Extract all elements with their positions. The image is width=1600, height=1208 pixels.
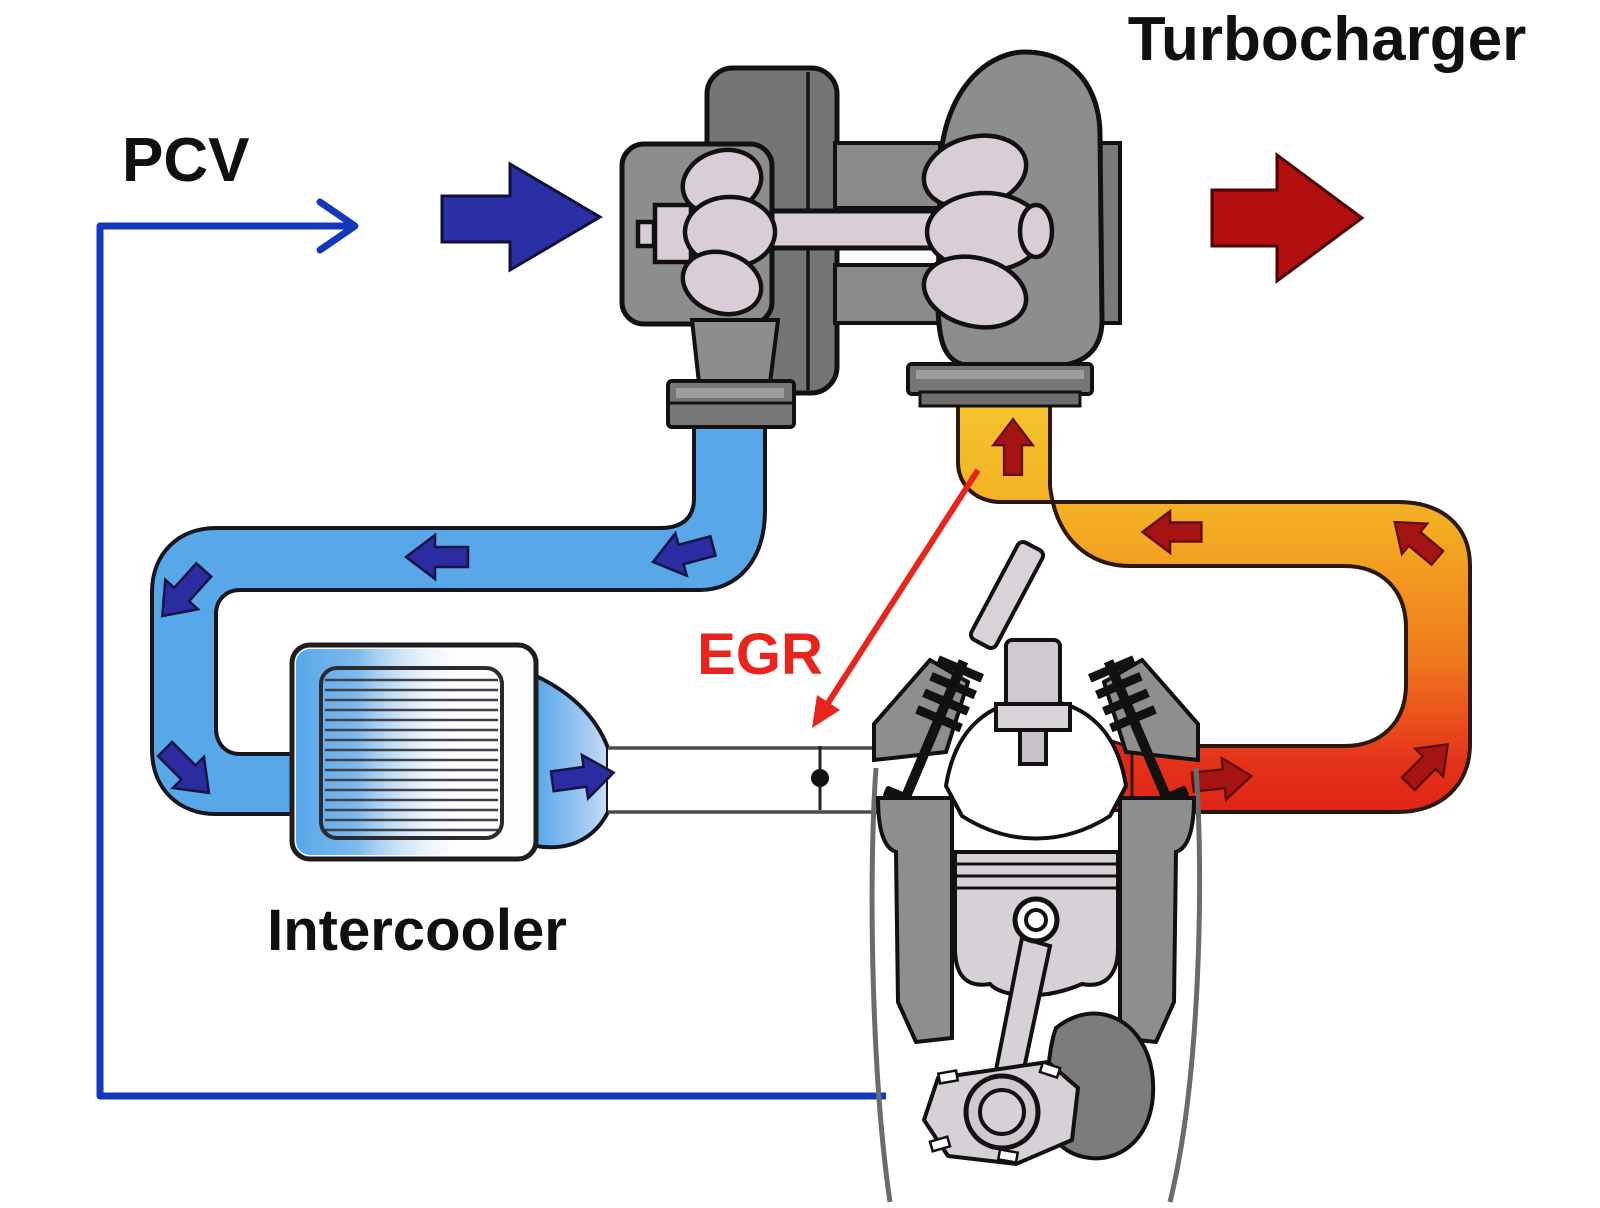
intercooler-core-frame: [319, 666, 504, 840]
crankcase-line-right: [1167, 767, 1203, 1203]
intercooler-fins: [325, 678, 498, 832]
big-end-notches: [928, 1060, 1062, 1164]
compressor-wheel: [635, 147, 778, 317]
flow-arrow-icon: [1400, 742, 1450, 792]
intake-flow-arrows: [156, 530, 718, 802]
flow-arrow-icon: [160, 561, 213, 618]
exhaust-flow-arrows: [990, 417, 1450, 803]
turbine-wheel: [921, 133, 1055, 330]
egr-junction-dot: [811, 769, 829, 787]
cylinder-wall-right: [1118, 796, 1197, 1045]
flow-arrow-icon: [403, 532, 470, 582]
piston-rings: [955, 862, 1118, 890]
egr-arrow: [812, 468, 981, 728]
flow-arrow-icon: [1393, 520, 1445, 567]
engine-cylinder: [869, 539, 1203, 1203]
pcv-arrowhead-icon: [316, 198, 359, 254]
label-pcv: PCV: [122, 126, 249, 195]
exhaust-out-arrow: [1210, 152, 1365, 284]
combustion-chamber: [943, 697, 1129, 841]
wrist-pin-inner: [1024, 908, 1048, 932]
flow-arrow-icon: [156, 740, 211, 795]
flow-arrow-icon: [1140, 508, 1203, 556]
intercooler: [289, 642, 610, 862]
cylinder-wall-left: [875, 796, 954, 1045]
crank-journal-inner: [978, 1088, 1026, 1136]
ambient-air-arrow: [440, 161, 603, 273]
flow-arrow-icon: [549, 752, 616, 802]
flow-arrow-icon: [651, 530, 718, 578]
flow-arrow-icon: [990, 417, 1036, 477]
turbocharger-assembly: [619, 49, 1122, 429]
intake-runner-duct: [608, 746, 880, 814]
injector: [968, 539, 1072, 766]
intercooler-outlet-funnel: [534, 672, 610, 850]
crankcase-line-left: [869, 767, 893, 1203]
label-intercooler: Intercooler: [267, 898, 567, 963]
label-egr: EGR: [697, 622, 823, 687]
turbo-shaft: [755, 208, 956, 251]
label-turbocharger: Turbocharger: [1128, 5, 1526, 74]
pcv-line: [96, 198, 886, 1100]
